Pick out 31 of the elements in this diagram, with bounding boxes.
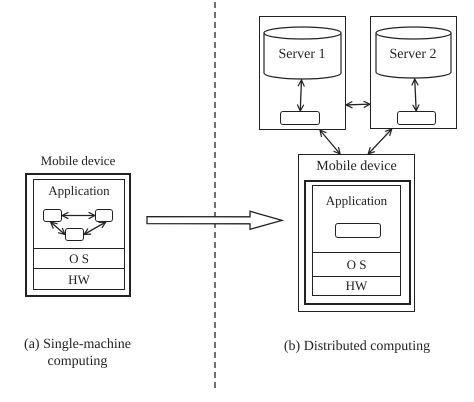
- arrow: [345, 100, 371, 108]
- layer-label: O S: [346, 257, 368, 272]
- device-frame: [298, 154, 415, 312]
- caption: (a) Single-machine computing: [23, 336, 132, 370]
- layer-label: HW: [344, 278, 368, 293]
- layer-label: Application: [324, 193, 388, 208]
- component-box: [280, 110, 320, 124]
- server-label: Server 1: [277, 47, 327, 62]
- server-label: Server 2: [388, 46, 438, 62]
- arrow: [296, 79, 306, 112]
- layer-label: Application: [47, 183, 111, 198]
- server-box: [259, 16, 346, 130]
- device-heading: Mobile device: [315, 159, 398, 174]
- device-casing: [304, 180, 410, 304]
- arrow: [50, 221, 66, 236]
- component-box: [335, 223, 381, 238]
- layer-label: HW: [67, 272, 91, 287]
- arrow: [61, 212, 96, 220]
- component-box: [396, 110, 436, 124]
- component-box: [65, 228, 84, 241]
- caption: (b) Distributed computing: [282, 338, 432, 355]
- arrow: [368, 128, 392, 155]
- arrow: [319, 129, 341, 155]
- arrow: [83, 221, 106, 236]
- arrow: [411, 78, 420, 112]
- block-arrow: [146, 210, 284, 230]
- layer-label: O S: [68, 251, 90, 266]
- component-box: [95, 209, 113, 222]
- device-heading: Mobile device: [40, 153, 116, 168]
- component-box: [43, 209, 62, 222]
- server-box: [370, 16, 457, 129]
